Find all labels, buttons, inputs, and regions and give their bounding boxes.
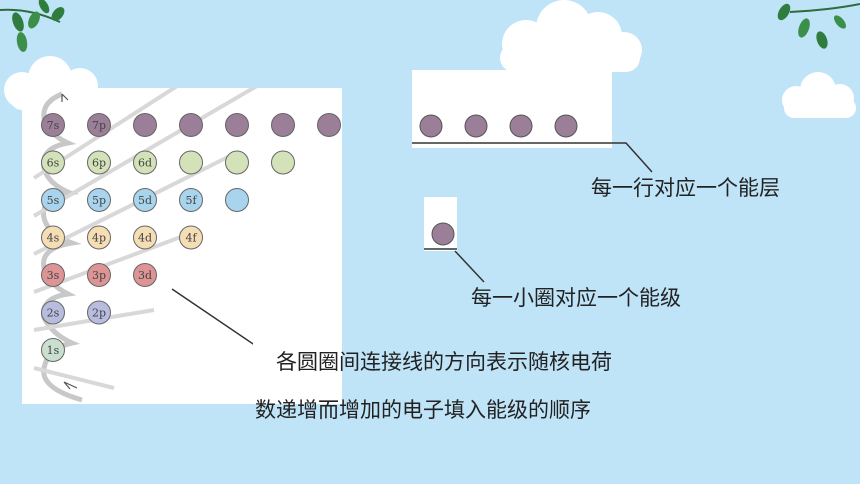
orbital-circle: [41, 150, 65, 175]
orbital-label: 4f: [185, 232, 197, 245]
order-caption-line1: 各圆圈间连接线的方向表示随核电荷: [276, 350, 612, 374]
orbital-label: 5d: [138, 194, 152, 207]
orbital-circle: [133, 188, 157, 212]
diagonal-connector: [33, 366, 115, 390]
orbital-circle: [179, 150, 203, 175]
orbital-circle: [87, 225, 111, 250]
orbital-label: 6s: [47, 157, 60, 170]
orbital-label: 3p: [92, 269, 106, 282]
orbital-label: 3s: [47, 269, 60, 282]
circle-leader-line: [454, 250, 485, 283]
orbital-circle: [133, 113, 157, 137]
orbital-label: 4s: [47, 232, 60, 245]
orbital-label: 7s: [47, 119, 60, 132]
orbital-label: 4d: [138, 232, 152, 245]
orbital-circle: [133, 150, 157, 175]
orbital-label: 6p: [92, 157, 106, 170]
orbital-label: 5p: [92, 194, 106, 207]
cloud-top: [500, 0, 642, 72]
orbital-circle: [317, 113, 341, 137]
orbital-circle: [41, 113, 65, 137]
orbital-label: 5s: [47, 194, 60, 207]
orbital-diagram-canvas: 7s 7p 6s 6p 6d 5s 5p 5d 5f 4s 4p 4d 4f 3s 3p 3d 2s 2p 1s: [32, 0, 341, 403]
orbital-label: 3d: [138, 269, 152, 282]
orbital-circle: [41, 338, 65, 362]
orbital-label: 7p: [92, 119, 106, 132]
orbital-label: 2s: [47, 307, 60, 320]
orbital-label: 6d: [138, 157, 152, 170]
orbital-circle: [41, 225, 65, 250]
orbital-label: 2p: [92, 307, 106, 320]
orbital-circle: [225, 150, 249, 175]
orbital-circle: [87, 263, 111, 287]
orbital-circle: [41, 300, 65, 325]
circle-meaning-caption: 每一小圈对应一个能级: [471, 286, 681, 310]
row-energy-circle: [509, 114, 533, 138]
filling-order-connector: [41, 91, 83, 403]
energy-shell-row-illustration: [412, 70, 612, 148]
orbital-circle: [271, 113, 295, 137]
orbital-circle: [225, 113, 249, 137]
orbital-label: 4p: [92, 232, 106, 245]
end-arrow: [61, 93, 69, 102]
orbital-circle: [41, 263, 65, 287]
orbital-circle: [87, 188, 111, 212]
orbital-circle: [179, 225, 203, 250]
start-arrow: [63, 381, 78, 390]
orbital-circle: [179, 188, 203, 212]
circle-illustration-canvas: [424, 222, 457, 250]
cloud-right: [782, 72, 856, 118]
orbital-circle: [41, 188, 65, 212]
row-energy-circle: [464, 114, 488, 138]
row-meaning-caption: 每一行对应一个能层: [591, 176, 780, 200]
orbital-circle: [87, 300, 111, 325]
row-leader-line: [612, 142, 653, 173]
orbital-circle: [225, 188, 249, 212]
orbital-filling-diagram: 7s 7p 6s 6p 6d 5s 5p 5d 5f 4s 4p 4d 4f 3s 3p 3d 2s 2p 1s: [22, 0, 342, 404]
energy-level-circle-illustration: [424, 197, 457, 251]
row-energy-circle: [419, 114, 443, 138]
order-caption-line2: 数递增而增加的电子填入能级的顺序: [255, 398, 591, 422]
diagonal-connector: [32, 74, 276, 218]
row-illustration-canvas: [412, 114, 612, 144]
orbital-label: 5f: [185, 194, 197, 207]
text-cover-patch: [253, 341, 275, 374]
orbital-label: 1s: [47, 344, 60, 357]
orbital-circle: [271, 150, 295, 175]
orbital-circle: [179, 113, 203, 137]
orbital-circle: [133, 225, 157, 250]
single-energy-level-circle: [431, 222, 455, 246]
row-energy-circle: [554, 114, 578, 138]
orbital-circle: [87, 113, 111, 137]
orbital-circle: [87, 150, 111, 175]
orbital-circle: [133, 263, 157, 287]
leaf-decoration-right: [777, 3, 860, 49]
leaf-decoration-left: [0, 0, 65, 52]
